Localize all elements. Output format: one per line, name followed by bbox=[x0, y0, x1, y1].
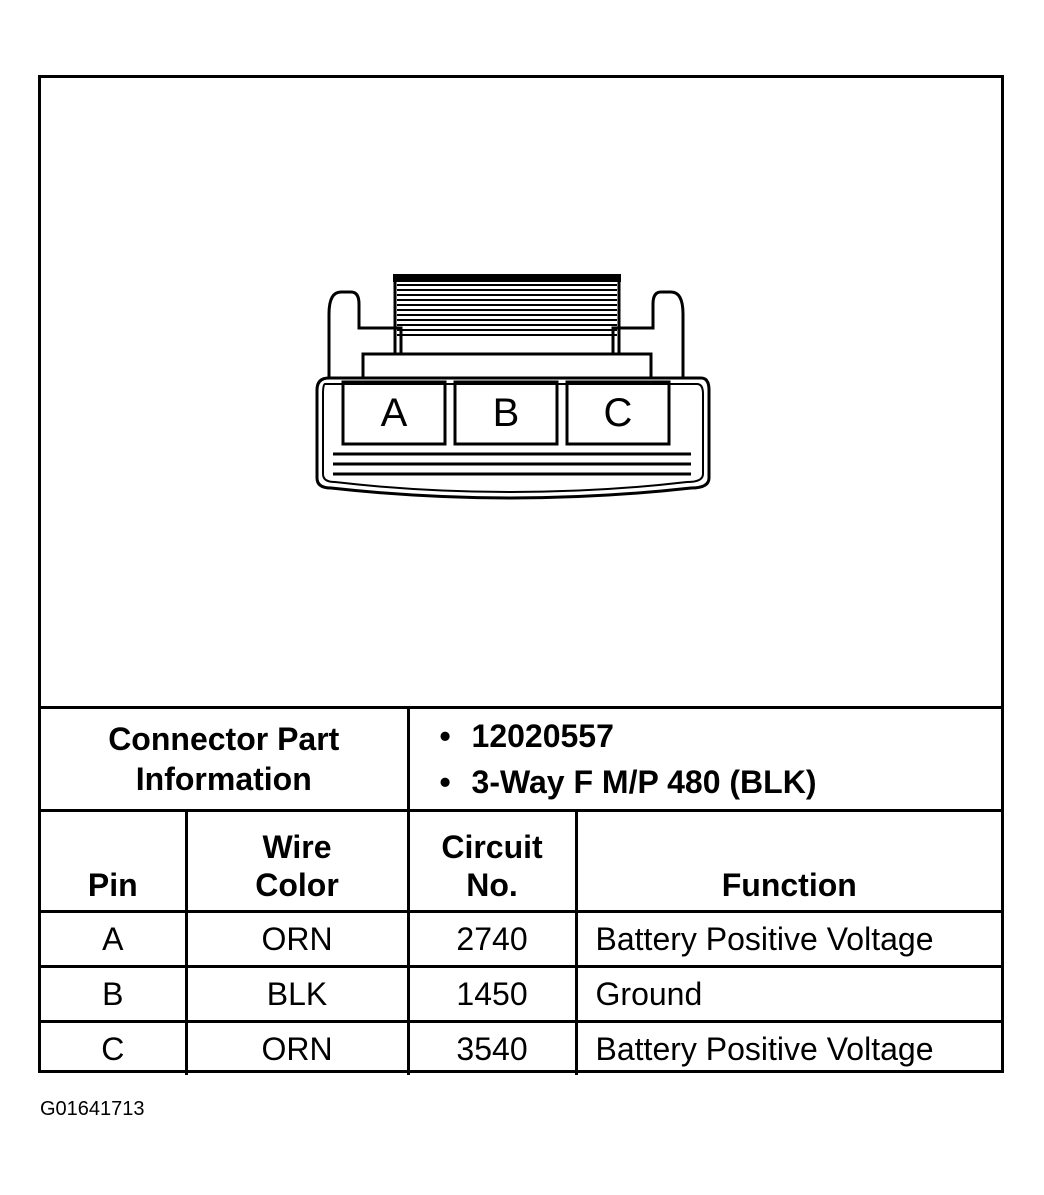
row-b-circuit: 1450 bbox=[406, 965, 578, 1023]
figure-id: G01641713 bbox=[40, 1098, 145, 1120]
connector-ledge bbox=[361, 352, 653, 380]
connector-drawing bbox=[315, 274, 711, 500]
part-info-label: Connector Part Information bbox=[41, 706, 410, 812]
table-row: C ORN 3540 Battery Positive Voltage bbox=[41, 1020, 1002, 1075]
row-c-wire-color: ORN bbox=[184, 1020, 410, 1075]
header-wire-color: Wire Color bbox=[184, 809, 410, 913]
part-info-label-line1: Connector Part bbox=[108, 721, 340, 757]
row-a-function: Battery Positive Voltage bbox=[574, 910, 1002, 968]
pin-label-c: C bbox=[603, 391, 633, 435]
header-pin: Pin bbox=[41, 809, 188, 913]
row-b-pin: B bbox=[41, 965, 188, 1023]
cavity-b bbox=[453, 380, 559, 446]
connector-body bbox=[315, 376, 711, 500]
part-number: 12020557 bbox=[440, 713, 1002, 759]
row-b-wire-color: BLK bbox=[184, 965, 410, 1023]
row-b-function: Ground bbox=[574, 965, 1002, 1023]
part-info-values: 12020557 3-Way F M/P 480 (BLK) bbox=[406, 706, 1002, 812]
header-circuit-line2: No. bbox=[466, 867, 518, 903]
row-a-wire-color: ORN bbox=[184, 910, 410, 968]
connector-left-ear bbox=[327, 290, 403, 354]
header-circuit-line1: Circuit bbox=[441, 829, 543, 865]
row-c-pin: C bbox=[41, 1020, 188, 1075]
row-a-circuit: 2740 bbox=[406, 910, 578, 968]
connector-info-table: Connector Part Information 12020557 3-Wa… bbox=[41, 706, 1002, 1075]
part-info-row: Connector Part Information 12020557 3-Wa… bbox=[41, 706, 1002, 812]
part-description: 3-Way F M/P 480 (BLK) bbox=[440, 759, 1002, 805]
pin-label-b: B bbox=[492, 391, 520, 435]
diagram-frame: A B C Connector Part Information 1202055… bbox=[38, 75, 1004, 1075]
cavity-c bbox=[565, 380, 671, 446]
row-c-function: Battery Positive Voltage bbox=[574, 1020, 1002, 1075]
row-a-pin: A bbox=[41, 910, 188, 968]
row-c-circuit: 3540 bbox=[406, 1020, 578, 1075]
table-row: B BLK 1450 Ground bbox=[41, 965, 1002, 1023]
header-wire-color-line1: Wire bbox=[262, 829, 332, 865]
header-function: Function bbox=[574, 809, 1002, 913]
cavity-a bbox=[341, 380, 447, 446]
connector-right-ear bbox=[611, 290, 685, 354]
part-info-label-line2: Information bbox=[135, 761, 312, 797]
header-circuit: Circuit No. bbox=[406, 809, 578, 913]
table-row: A ORN 2740 Battery Positive Voltage bbox=[41, 910, 1002, 968]
connector-figure: A B C bbox=[41, 78, 1001, 708]
header-wire-color-line2: Color bbox=[255, 867, 339, 903]
table-header-row: Pin Wire Color Circuit No. Function bbox=[41, 809, 1002, 913]
pin-label-a: A bbox=[380, 391, 408, 435]
